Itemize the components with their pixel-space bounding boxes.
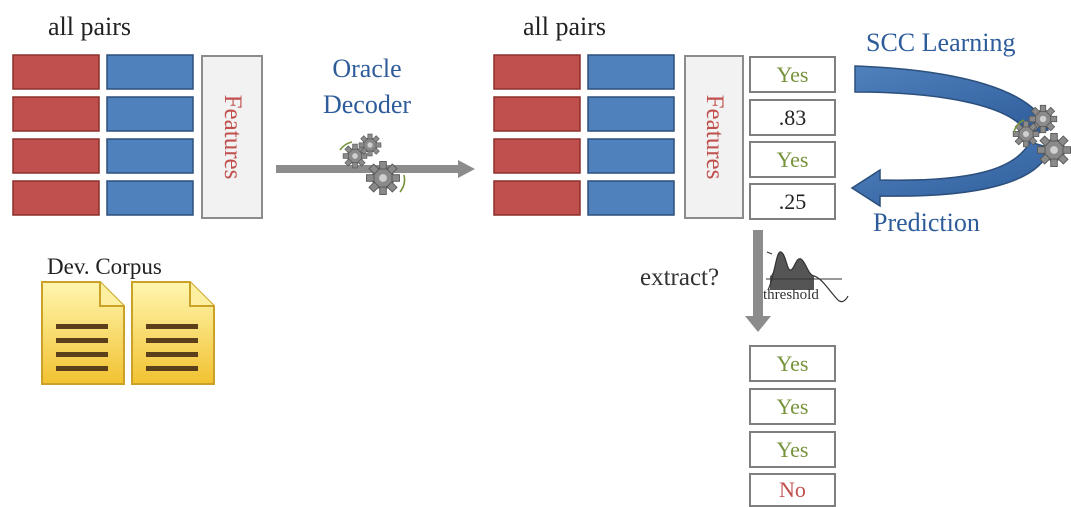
right-features-box: Features bbox=[684, 55, 744, 219]
left-pair-blocks bbox=[12, 54, 194, 216]
prediction-arrow bbox=[850, 141, 1051, 208]
score-cell: Yes bbox=[749, 141, 836, 178]
right-panel-title: all pairs bbox=[523, 12, 607, 41]
document-icon bbox=[41, 281, 125, 385]
threshold-chart-icon bbox=[766, 251, 849, 303]
score-cell: Yes bbox=[749, 56, 836, 93]
score-cell: .83 bbox=[749, 99, 836, 136]
oracle-label-line2: Decoder bbox=[322, 90, 412, 119]
dev-corpus-label: Dev. Corpus bbox=[47, 254, 162, 279]
right-features-label: Features bbox=[701, 94, 728, 180]
extract-label: extract? bbox=[640, 264, 720, 291]
left-panel-title: all pairs bbox=[48, 12, 132, 41]
prediction-label: Prediction bbox=[873, 208, 980, 237]
result-cell: No bbox=[749, 473, 836, 507]
oracle-gears-icon bbox=[339, 133, 406, 196]
oracle-label-line1: Oracle bbox=[332, 54, 402, 83]
score-cell: .25 bbox=[749, 183, 836, 220]
left-features-box: Features bbox=[201, 55, 263, 219]
document-icon-2 bbox=[131, 281, 215, 385]
oracle-arrow bbox=[276, 160, 475, 178]
result-cell: Yes bbox=[749, 388, 836, 425]
extract-arrow bbox=[745, 230, 771, 332]
right-pair-blocks bbox=[493, 54, 675, 216]
result-cell: Yes bbox=[749, 431, 836, 468]
left-features-label: Features bbox=[219, 94, 246, 180]
threshold-label: threshold bbox=[763, 287, 819, 303]
scc-gears-icon bbox=[1012, 104, 1071, 168]
result-cell: Yes bbox=[749, 345, 836, 382]
scc-learning-label: SCC Learning bbox=[866, 28, 1016, 57]
